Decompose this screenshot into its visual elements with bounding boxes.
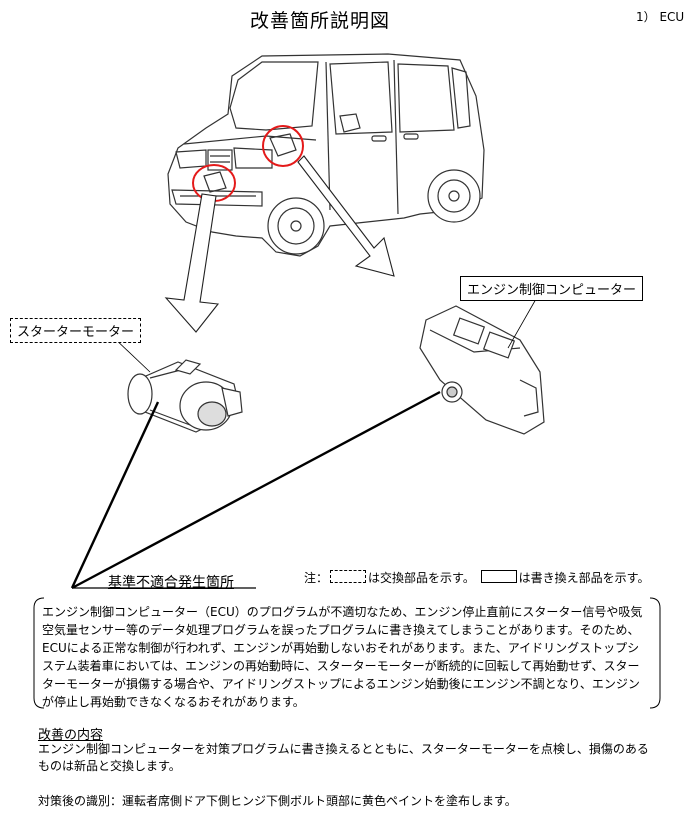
remedy-body: エンジン制御コンピューターを対策プログラムに書き換えるとともに、スターターモータ… (38, 742, 649, 773)
ecu-illustration (419, 305, 545, 435)
car-illustration (167, 53, 485, 257)
callout-arrow-ecu (297, 155, 395, 277)
description-bracket (33, 597, 661, 709)
legend-solid-text: は書き換え部品を示す。 (518, 571, 650, 585)
identification-text: 対策後の識別：運転者席側ドア下側ヒンジ下側ボルト頭部に黄色ペイントを塗布します。 (38, 794, 517, 808)
nonconformity-pointers (70, 390, 441, 590)
starter-motor-illustration (127, 359, 243, 433)
legend-prefix: 注： (304, 571, 329, 585)
description-text: エンジン制御コンピューター（ECU）のプログラムが不適切なため、エンジン停止直前… (42, 605, 643, 709)
legend: 注： は交換部品を示す。 は書き換え部品を示す。 (304, 569, 649, 586)
remedy-heading: 改善の内容 (38, 728, 104, 743)
page-title: 改善箇所説明図 (249, 10, 390, 32)
ecu-location-marker (262, 125, 304, 167)
legend-dashed-text: は交換部品を示す。 (368, 571, 475, 585)
legend-solid-box (480, 570, 517, 583)
starter-motor-label: スターターモーター (10, 318, 142, 343)
description-box: エンジン制御コンピューター（ECU）のプログラムが不適切なため、エンジン停止直前… (34, 597, 656, 709)
ecu-label: エンジン制御コンピューター (460, 276, 644, 301)
legend-dashed-box (330, 570, 367, 583)
ecu-leader-line (507, 291, 541, 349)
nonconformity-title: 基準不適合発生箇所 (108, 575, 234, 591)
callout-arrow-starter (164, 193, 220, 333)
item-number: 1） ECU (636, 10, 685, 24)
